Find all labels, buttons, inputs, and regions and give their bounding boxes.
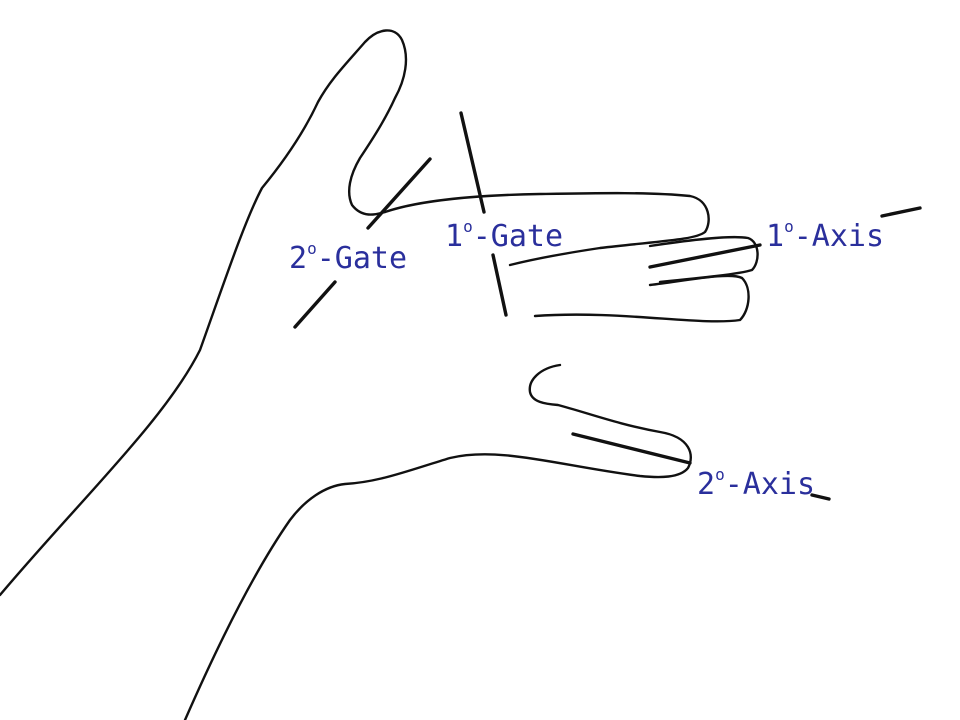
primary-axis-line-outer <box>880 206 922 218</box>
secondary-gate-line-lower <box>293 280 337 329</box>
secondary-axis-label: 2o-Axis <box>697 465 815 502</box>
primary-gate-line-lower <box>491 253 508 317</box>
secondary-gate-label: 2o-Gate <box>289 239 407 276</box>
secondary-axis-line-outer <box>810 493 831 501</box>
primary-axis-line-inner <box>648 243 762 269</box>
hand-outline <box>0 29 759 720</box>
ring-finger-outline <box>533 274 750 323</box>
secondary-gate-line-upper <box>366 157 432 230</box>
primary-gate-label: 1o-Gate <box>445 217 563 254</box>
markers <box>293 111 922 501</box>
pinky-finger-outline <box>183 363 692 720</box>
thumb-outline <box>0 29 408 597</box>
middle-finger-outline <box>648 235 759 284</box>
secondary-axis-line-inner <box>571 432 692 465</box>
primary-axis-label: 1o-Axis <box>766 217 884 254</box>
index-finger-outline <box>383 191 710 267</box>
primary-gate-line-upper <box>459 111 486 214</box>
